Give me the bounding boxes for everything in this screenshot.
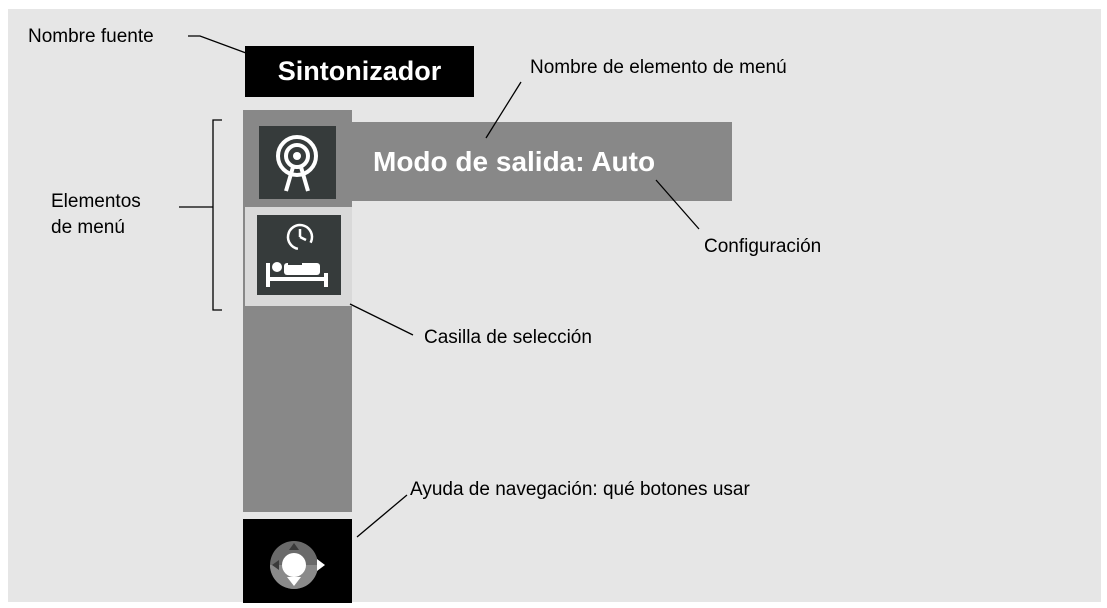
navigation-help-leader [356,494,408,538]
selection-box-callout: Casilla de selección [424,327,592,348]
sleep-timer-icon[interactable] [257,215,341,295]
source-name-text: Sintonizador [277,56,442,86]
source-name-box: Sintonizador [245,46,474,97]
diagram-background [8,9,1101,602]
selection-box-leader [349,303,414,336]
source-name-leader [188,35,247,54]
navigation-help-box [243,519,352,603]
menu-item-name-text: Modo de salida: Auto [373,146,656,177]
menu-items-callout-line2: de menú [51,217,125,238]
menu-items-callout-line1: Elementos [51,191,141,212]
navigation-help-callout: Ayuda de navegación: qué botones usar [410,479,750,500]
item-name-leader [485,81,522,139]
menu-item-name-bar: Modo de salida: Auto [352,122,732,201]
navigation-pad-icon [270,541,325,589]
setting-callout: Configuración [704,236,822,257]
menu-items-bracket [212,119,222,311]
setting-leader [655,179,700,230]
item-name-callout: Nombre de elemento de menú [530,57,787,78]
source-name-callout: Nombre fuente [28,26,154,47]
antenna-icon[interactable] [259,126,336,199]
